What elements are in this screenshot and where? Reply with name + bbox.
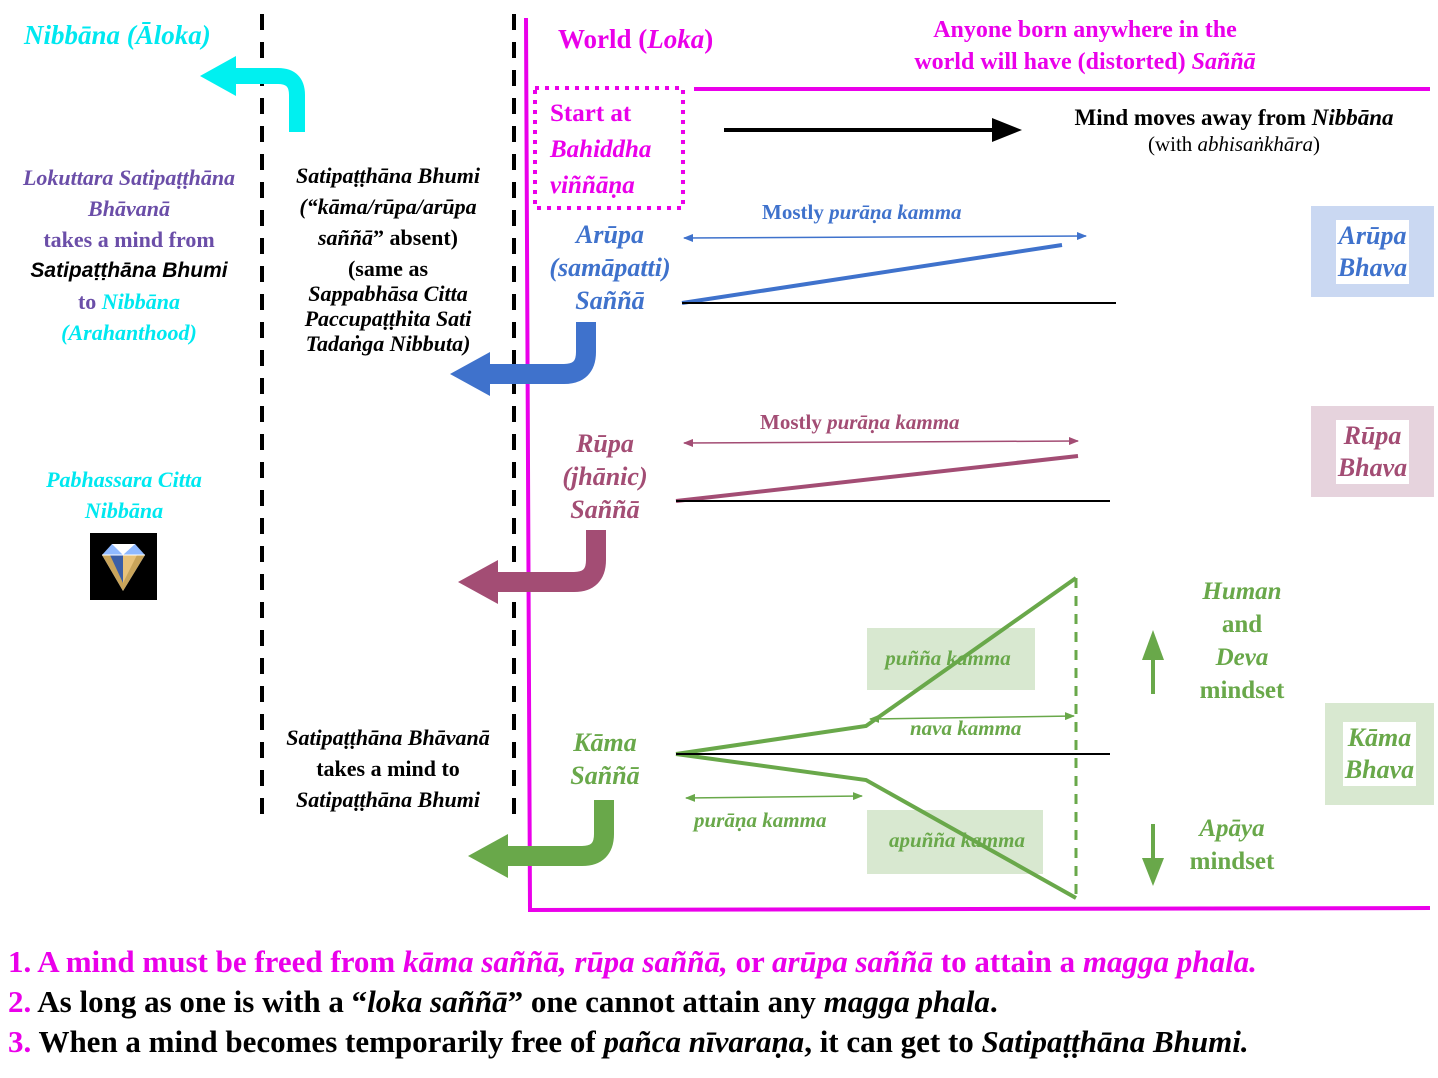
pabhassara-text: Pabhassara Citta Nibbāna [46, 467, 202, 523]
green-return-arrow [506, 800, 614, 866]
blue-return-arrow [486, 322, 596, 384]
footer-line-2: 2. As long as one is with a “loka saññā”… [8, 984, 998, 1019]
arupa-sanna-label: Arūpa (samāpatti) Saññā [549, 220, 671, 315]
bhavana-text: Satipaṭṭhāna Bhāvanā takes a mind to Sat… [286, 725, 490, 812]
lokuttara-line4: Satipaṭṭhāna Bhumi [30, 259, 228, 282]
human-deva-mindset: Human and Deva mindset [1199, 578, 1285, 704]
bhumi-text: Satipaṭṭhāna Bhumi (“kāma/rūpa/arūpa sañ… [295, 163, 481, 356]
mind-moves-text: Mind moves away from Nibbāna (with abhis… [1074, 105, 1394, 156]
cyan-return-arrow [232, 68, 305, 132]
rupa-sanna-label: Rūpa (jhānic) Saññā [562, 429, 648, 524]
start-text: Start at Bahiddha viññāṇa [550, 100, 652, 199]
lokuttara-line6: (Arahanthood) [61, 320, 197, 345]
apunna-kamma-label: apuñña kamma [889, 828, 1025, 852]
punna-kamma-label: puñña kamma [885, 646, 1011, 670]
punna-box [867, 628, 1035, 690]
kama-sanna-label: Kāma Saññā [570, 728, 640, 790]
purana-kamma-label: purāṇa kamma [694, 808, 827, 832]
nibbana-aloka-label: Nibbāna (Āloka) [24, 20, 211, 50]
apaya-mindset: Apāya mindset [1189, 815, 1275, 875]
footer-line-1: 1. A mind must be freed from kāma saññā,… [8, 944, 1257, 979]
world-title: World (Loka) [558, 24, 714, 54]
anyone-born-text: Anyone born anywhere in the world will h… [914, 17, 1256, 75]
world-border [524, 17, 1431, 913]
rupa-mostly-label: Mostly purāṇa kamma [760, 410, 960, 434]
start-box [533, 86, 685, 210]
maroon-return-arrow [494, 530, 606, 592]
lokuttara-line1: Lokuttara Satipaṭṭhāna [22, 165, 236, 190]
lokuttara-text: Lokuttara Satipaṭṭhāna Bhāvanā takes a m… [0, 162, 258, 348]
lokuttara-line5: to Nibbāna [77, 289, 181, 314]
arupa-mostly-label: Mostly purāṇa kamma [762, 200, 962, 224]
lokuttara-line3: takes a mind from [43, 227, 215, 252]
nava-kamma-label: nava kamma [910, 716, 1022, 740]
footer-line-3: 3. When a mind becomes temporarily free … [8, 1024, 1249, 1059]
lokuttara-line2: Bhāvanā [88, 196, 170, 221]
diamond-icon [90, 533, 157, 600]
